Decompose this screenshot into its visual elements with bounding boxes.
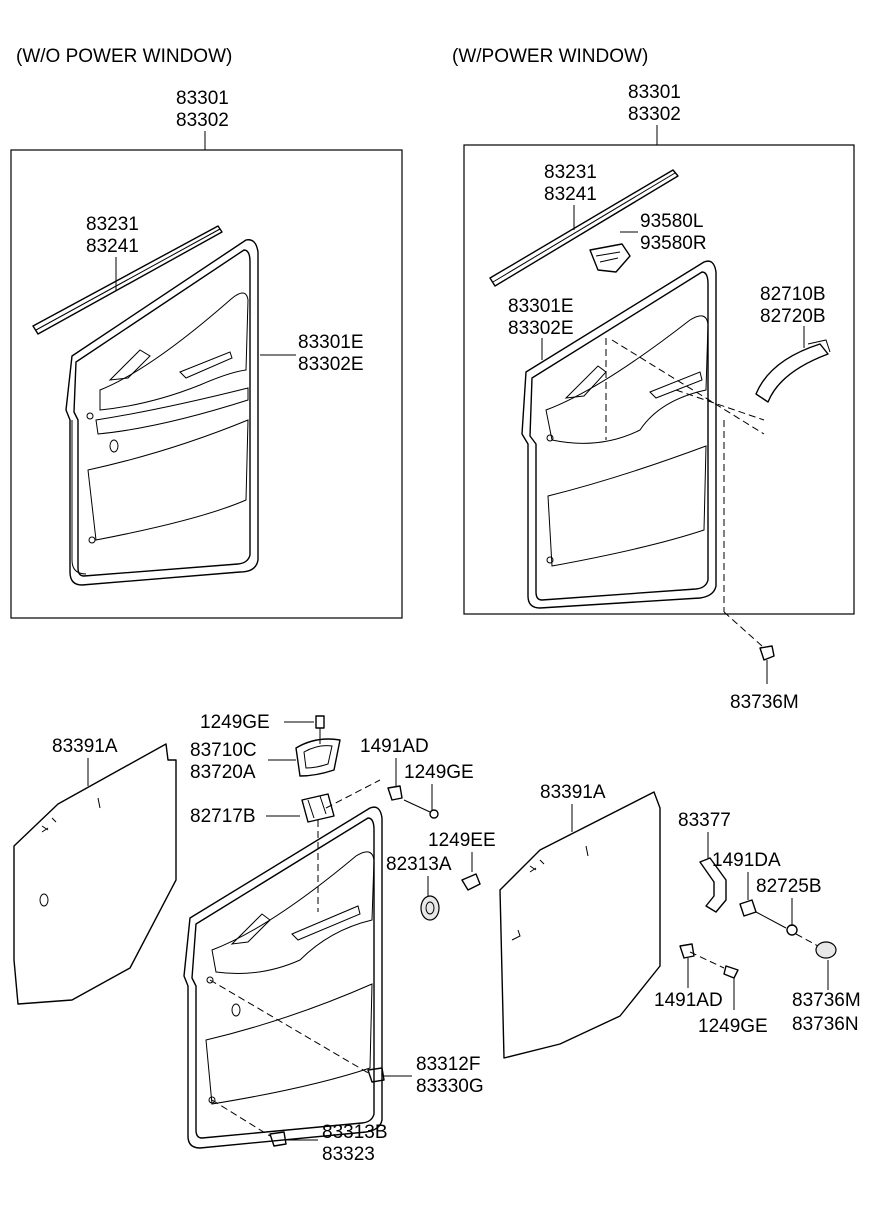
label-speaker-cap: 82313A — [386, 854, 452, 875]
label-clips-bottom-2: 83323 — [322, 1144, 375, 1165]
label-panel-assy-2: 83302 — [176, 110, 229, 131]
label-seal-left: 83391A — [52, 736, 118, 757]
label-panel-r1: 83301E — [508, 296, 574, 317]
label-panel-r2: 83302E — [508, 318, 574, 339]
pull-handle — [755, 339, 831, 403]
label-screw-top-right: 82725B — [756, 876, 822, 897]
label-screw-right: 1249GE — [404, 762, 474, 783]
right-assembly-frame — [463, 144, 855, 615]
label-handle-1: 82710B — [760, 284, 826, 305]
label-clip-top-right: 1491DA — [712, 850, 781, 871]
clip-83736m-lower — [815, 941, 837, 959]
label-clips-mid-1: 83312F — [416, 1054, 480, 1075]
left-assembly-frame — [10, 149, 403, 619]
weatherstrip-left — [32, 225, 223, 335]
label-screw-bottom-right: 1249GE — [698, 1016, 768, 1037]
speaker-cap — [420, 895, 440, 921]
label-panel-1: 83301E — [298, 332, 364, 353]
switch-cover — [295, 738, 341, 777]
screw-1249ge-top — [315, 715, 325, 744]
vapor-seal-left — [13, 743, 177, 1005]
label-clips-bottom-1: 83313B — [322, 1122, 388, 1143]
label-handle-2: 82720B — [760, 306, 826, 327]
label-weatherstrip-r2: 83241 — [544, 184, 597, 205]
door-trim-panel-right — [521, 260, 717, 609]
label-bolt: 1249EE — [428, 830, 496, 851]
label-bracket-right: 83377 — [678, 810, 731, 831]
header-with-power-window: (W/POWER WINDOW) — [452, 46, 648, 67]
label-clips-mid-2: 83330G — [416, 1076, 484, 1097]
label-panel-2: 83302E — [298, 354, 364, 375]
label-fastener-clip: 1491AD — [360, 736, 429, 757]
label-weatherstrip-1: 83231 — [86, 214, 139, 235]
label-bracket: 82717B — [190, 806, 256, 827]
label-weatherstrip-2: 83241 — [86, 236, 139, 257]
label-panel-assy-r2: 83302 — [628, 104, 681, 125]
label-cover-2: 83720A — [190, 762, 256, 783]
bracket-83377 — [699, 857, 727, 913]
clip-83736m-top — [759, 645, 775, 661]
label-weatherstrip-r1: 83231 — [544, 162, 597, 183]
label-switch-1: 93580L — [640, 211, 703, 232]
clip-1491ad-right — [679, 943, 695, 959]
header-without-power-window: (W/O POWER WINDOW) — [16, 46, 232, 67]
vapor-seal-right — [499, 791, 661, 1059]
label-clips-right-1: 83736M — [792, 990, 861, 1011]
label-panel-assy-1: 83301 — [176, 88, 229, 109]
label-panel-assy-r1: 83301 — [628, 82, 681, 103]
door-trim-panel-left — [65, 239, 259, 586]
screw-1249ge-lower-right — [723, 965, 739, 979]
clip-83313b — [269, 1131, 287, 1147]
clip-83312f — [367, 1067, 385, 1083]
screw-82725b — [755, 911, 798, 936]
door-trim-panel-lower — [183, 806, 383, 1149]
label-clip-right-box: 83736M — [730, 692, 799, 713]
label-switch-2: 93580R — [640, 233, 707, 254]
label-clip-bottom-right: 1491AD — [654, 990, 723, 1011]
bolt-1249ee — [461, 873, 481, 891]
weatherstrip-right — [489, 169, 679, 287]
fastener-1491ad-left — [387, 785, 403, 801]
label-cover-1: 83710C — [190, 740, 257, 761]
label-screw-top: 1249GE — [200, 712, 270, 733]
screw-1249ge-right — [403, 799, 439, 819]
bracket-82717b — [301, 793, 335, 823]
clip-1491da — [739, 899, 757, 917]
label-clips-right-2: 83736N — [792, 1014, 859, 1035]
power-window-switch — [589, 243, 631, 273]
label-seal-right: 83391A — [540, 782, 606, 803]
